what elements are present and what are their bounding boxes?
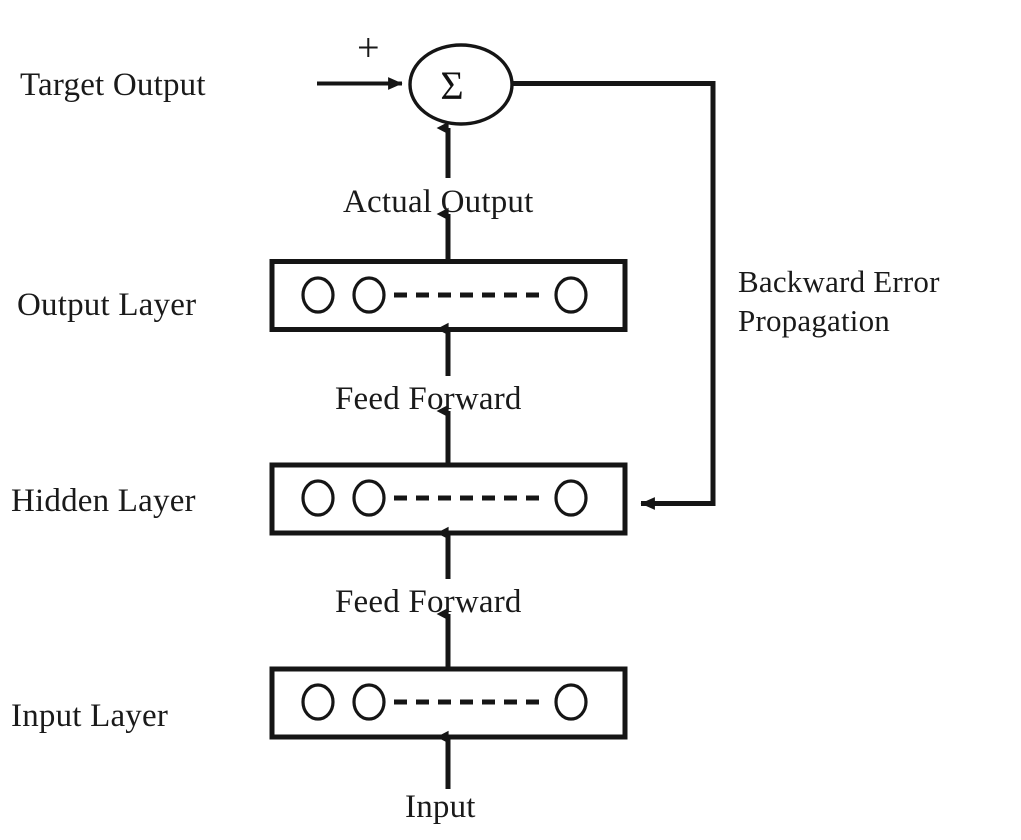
feed-forward-upper-label: Feed Forward <box>335 381 522 417</box>
hidden-layer-box <box>269 462 628 536</box>
plus-sign-label: + <box>357 25 380 70</box>
input-layer-node-2 <box>352 683 386 721</box>
summation-node: Σ <box>408 43 514 126</box>
backward-error-propagation-label: Backward Error Propagation <box>738 264 940 339</box>
error-feedback-line <box>511 81 716 510</box>
hidden-layer-node-3 <box>554 479 588 517</box>
error-feedback-path <box>511 81 716 510</box>
output-layer-node-3 <box>554 276 588 314</box>
target-output-label: Target Output <box>20 67 206 103</box>
output-layer-box <box>269 259 628 332</box>
output-layer-node-2 <box>352 276 386 314</box>
hidden-layer-label: Hidden Layer <box>11 483 196 519</box>
input-layer-box <box>269 666 628 740</box>
summation-symbol: Σ <box>440 63 463 108</box>
input-layer-node-3 <box>554 683 588 721</box>
actual-output-label: Actual Output <box>343 184 534 220</box>
output-layer-label: Output Layer <box>17 287 197 323</box>
input-layer-node-1 <box>301 683 335 721</box>
hidden-layer-node-2 <box>352 479 386 517</box>
hidden-layer-node-1 <box>301 479 335 517</box>
input-label: Input <box>405 789 476 825</box>
output-layer-node-1 <box>301 276 335 314</box>
input-layer-label: Input Layer <box>11 698 169 734</box>
feed-forward-lower-label: Feed Forward <box>335 584 522 620</box>
